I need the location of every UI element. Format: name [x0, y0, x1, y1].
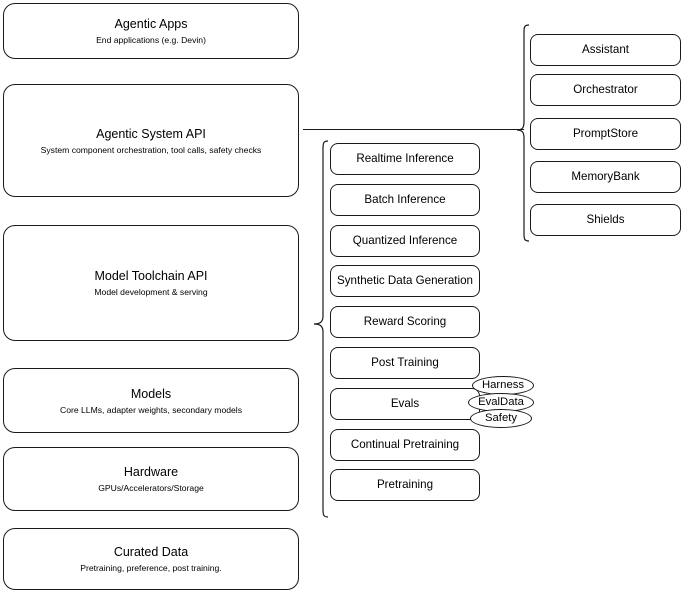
toolchain-component-synthetic-data-generation[interactable]: Synthetic Data Generation [330, 265, 480, 297]
layer-title: Agentic System API [96, 126, 206, 141]
layer-subtitle: Core LLMs, adapter weights, secondary mo… [60, 404, 242, 415]
stack-layer-agentic-apps[interactable]: Agentic Apps End applications (e.g. Devi… [3, 3, 299, 59]
stack-layer-agentic-system-api[interactable]: Agentic System API System component orch… [3, 84, 299, 197]
stack-layer-models[interactable]: Models Core LLMs, adapter weights, secon… [3, 368, 299, 433]
component-label: Reward Scoring [363, 315, 447, 328]
layer-subtitle: Pretraining, preference, post training. [80, 563, 222, 573]
layer-title: Model Toolchain API [94, 269, 208, 283]
badge-label: EvalData [478, 396, 524, 408]
eval-badge-safety[interactable]: Safety [470, 409, 532, 428]
component-label: Evals [390, 397, 420, 410]
layer-subtitle: Model development & serving [94, 287, 208, 297]
component-label: MemoryBank [571, 170, 640, 183]
toolchain-component-continual-pretraining[interactable]: Continual Pretraining [330, 429, 480, 461]
toolchain-component-realtime-inference[interactable]: Realtime Inference [330, 143, 480, 175]
layer-subtitle: System component orchestration, tool cal… [40, 144, 262, 155]
brace-system-components [516, 24, 530, 242]
layer-title: Hardware [123, 465, 179, 479]
system-component-assistant[interactable]: Assistant [530, 34, 681, 66]
layer-title: Agentic Apps [114, 17, 188, 31]
system-component-shields[interactable]: Shields [530, 204, 681, 236]
layer-subtitle: End applications (e.g. Devin) [96, 35, 206, 45]
component-label: Pretraining [376, 478, 434, 491]
badge-label: Safety [484, 412, 518, 424]
toolchain-component-post-training[interactable]: Post Training [330, 347, 480, 379]
component-label: Quantized Inference [352, 234, 458, 247]
toolchain-component-reward-scoring[interactable]: Reward Scoring [330, 306, 480, 338]
layer-title: Curated Data [113, 545, 189, 559]
eval-badge-evaldata[interactable]: EvalData [468, 393, 534, 412]
component-label: Orchestrator [573, 83, 638, 96]
toolchain-component-pretraining[interactable]: Pretraining [330, 469, 480, 501]
system-component-promptstore[interactable]: PromptStore [530, 118, 681, 150]
component-label: Continual Pretraining [350, 438, 460, 451]
toolchain-component-evals[interactable]: Evals [330, 388, 480, 420]
layer-subtitle: GPUs/Accelerators/Storage [98, 483, 204, 493]
stack-layer-curated-data[interactable]: Curated Data Pretraining, preference, po… [3, 528, 299, 590]
connector-line-system-api-to-components [303, 129, 524, 131]
layer-title: Models [130, 386, 172, 401]
component-label: Post Training [371, 356, 439, 369]
component-label: PromptStore [572, 127, 639, 140]
badge-label: Harness [481, 379, 525, 391]
component-label: Batch Inference [364, 193, 446, 206]
stack-layer-hardware[interactable]: Hardware GPUs/Accelerators/Storage [3, 447, 299, 511]
component-label: Synthetic Data Generation [337, 274, 473, 287]
component-label: Realtime Inference [356, 152, 454, 165]
toolchain-component-quantized-inference[interactable]: Quantized Inference [330, 225, 480, 257]
component-label: Assistant [581, 43, 630, 56]
brace-toolchain-components [313, 140, 329, 518]
toolchain-component-batch-inference[interactable]: Batch Inference [330, 184, 480, 216]
system-component-memorybank[interactable]: MemoryBank [530, 161, 681, 193]
component-label: Shields [586, 213, 625, 226]
stack-layer-model-toolchain-api[interactable]: Model Toolchain API Model development & … [3, 225, 299, 341]
system-component-orchestrator[interactable]: Orchestrator [530, 74, 681, 106]
